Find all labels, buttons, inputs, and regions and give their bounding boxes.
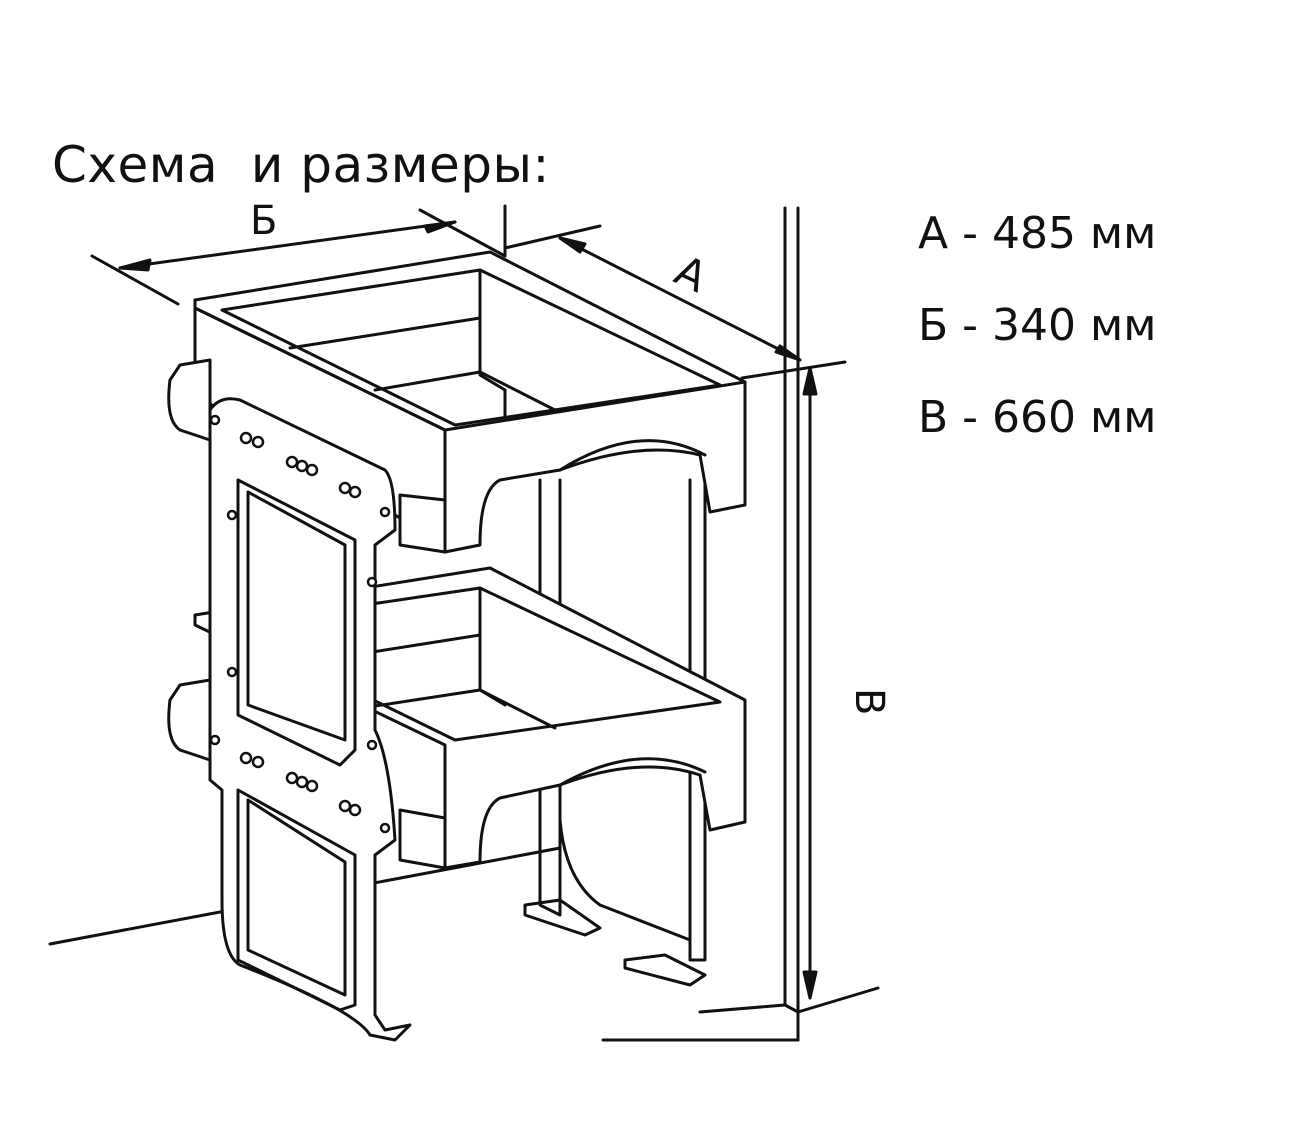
label-v: В (846, 688, 892, 715)
diagram-title: Схема и размеры: (52, 136, 550, 194)
dimension-v-arrow (802, 366, 818, 1000)
dimension-b-arrow (90, 208, 507, 306)
dimension-v: В - 660 мм (918, 392, 1157, 443)
dimension-b: Б - 340 мм (918, 300, 1157, 351)
front-frame (167, 358, 412, 1042)
label-a: А (668, 246, 715, 303)
label-b: Б (250, 198, 277, 244)
dimension-a-arrow (503, 204, 847, 380)
dimension-a: А - 485 мм (918, 208, 1157, 259)
cabinet-lines (48, 206, 880, 1042)
dimensions-legend: А - 485 мм Б - 340 мм В - 660 мм (918, 212, 1156, 488)
